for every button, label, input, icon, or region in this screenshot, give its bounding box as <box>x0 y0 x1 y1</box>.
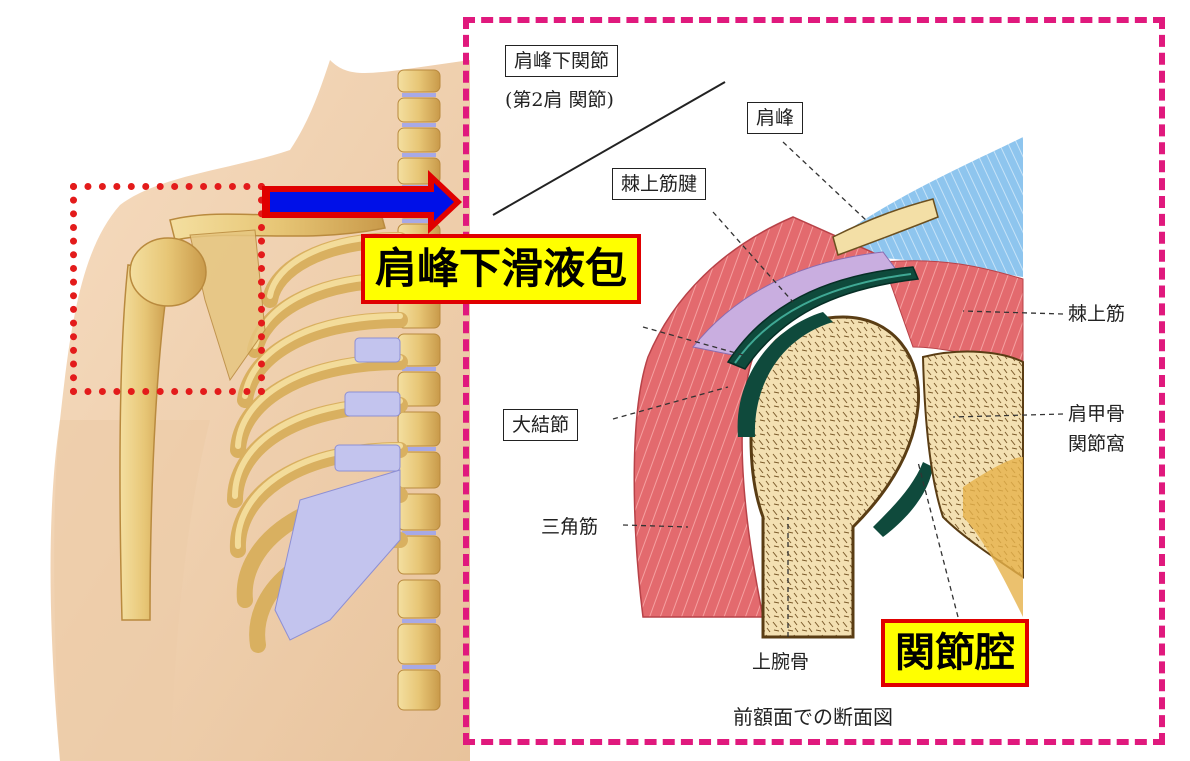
callout-joint-cavity: 関節腔 <box>881 619 1029 687</box>
joint-capsule <box>737 312 833 437</box>
costal-cartilage <box>274 337 401 641</box>
label-humerus: 上腕骨 <box>752 651 810 673</box>
label-subacromial-joint: 肩峰下関節 <box>505 45 619 77</box>
acromion-bone <box>832 198 939 256</box>
label-glenoid-fossa: 関節窩 <box>1068 433 1126 455</box>
callout-subacromial-bursa: 肩峰下滑液包 <box>361 234 642 304</box>
zoom-arrow-icon <box>262 170 462 234</box>
joint-capsule-lower <box>873 462 933 537</box>
humeral-head <box>129 237 207 307</box>
bursa-inner <box>734 273 912 364</box>
scapula-shadow <box>963 457 1023 617</box>
trapezius-muscle <box>853 137 1023 277</box>
humerus-bone <box>119 264 171 621</box>
label-second-shoulder-joint: (第2肩 関節) <box>505 89 614 111</box>
label-greater-tubercle: 大結節 <box>503 409 579 441</box>
label-acromion: 肩峰 <box>747 102 804 134</box>
bursa-band <box>726 266 920 370</box>
diagram-caption: 前額面での断面図 <box>733 705 893 729</box>
subacromial-pointer-line <box>492 81 726 216</box>
leader-lines <box>612 141 1064 637</box>
supraspinatus-muscle <box>882 260 1024 368</box>
label-supraspinatus: 棘上筋 <box>1068 303 1126 325</box>
zoom-region-box <box>70 183 265 395</box>
scapula <box>189 229 266 382</box>
label-scapula: 肩甲骨 <box>1068 403 1126 425</box>
shoulder-cross-section <box>492 81 1064 639</box>
label-deltoid: 三角筋 <box>541 516 599 538</box>
label-supraspinatus-tendon: 棘上筋腱 <box>612 168 707 200</box>
detail-frame <box>463 17 1165 745</box>
